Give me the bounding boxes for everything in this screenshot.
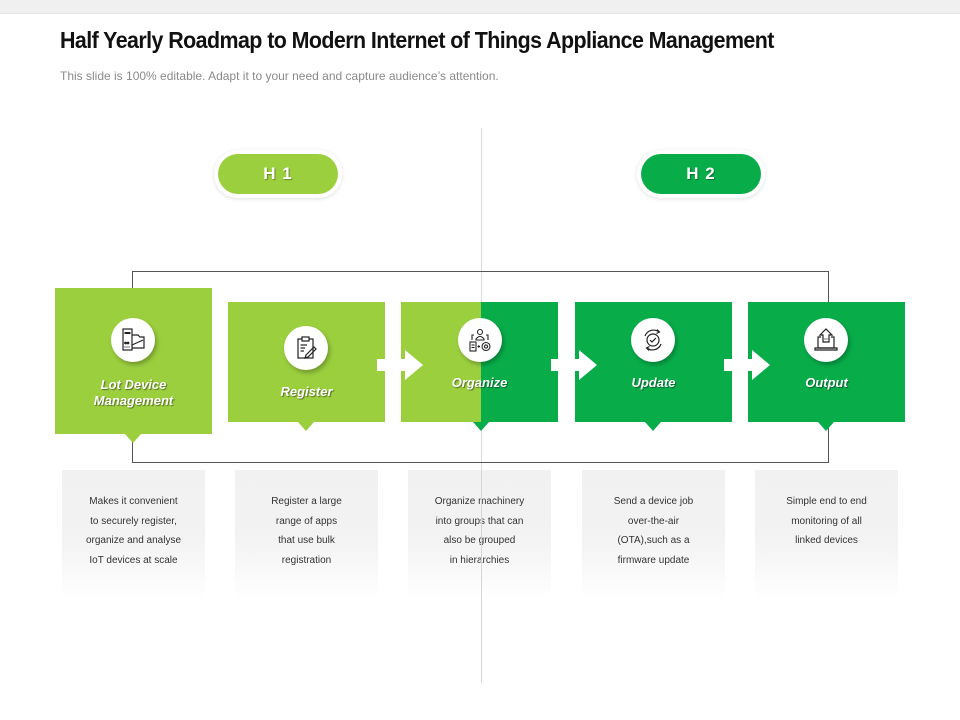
refresh-check-icon [631,318,675,362]
description-text: Organize machinery into groups that can … [434,496,525,566]
h2-pill: H 2 [637,150,765,198]
description-card: Simple end to end monitoring of all link… [755,470,898,600]
description-text: Send a device job over-the-air (OTA),suc… [613,496,694,566]
arrow-right-icon [551,350,597,380]
step-update: Update [575,302,732,431]
description-text: Simple end to end monitoring of all link… [786,496,867,546]
step-pointer [298,422,314,431]
h1-pill: H 1 [214,150,342,198]
arrow-right-icon [377,350,423,380]
h2-pill-label: H 2 [641,154,761,194]
step-register: Register [228,302,385,431]
person-document-gear-icon [458,318,502,362]
step-pointer [818,422,834,431]
step-label: Lot Device Management [93,377,174,408]
description-text: Makes it convenient to securely register… [85,496,182,566]
top-band [0,0,960,14]
step-pointer [645,422,661,431]
h1-pill-label: H 1 [218,154,338,194]
description-card: Makes it convenient to securely register… [62,470,205,600]
step-lot-device-management: Lot Device Management [55,288,212,443]
description-text: Register a large range of apps that use … [271,496,342,566]
half-divider-line-overlay [481,470,482,683]
step-output: Output [748,302,905,431]
step-pointer [473,422,489,431]
page-subtitle: This slide is 100% editable. Adapt it to… [60,69,499,83]
description-card: Register a large range of apps that use … [235,470,378,600]
step-organize: Organize [401,302,558,431]
step-label: Organize [451,375,508,390]
laptop-upload-icon [804,318,848,362]
step-label: Register [280,384,333,399]
page-title: Half Yearly Roadmap to Modern Internet o… [60,27,774,53]
step-label: Update [631,375,676,390]
description-card: Organize machinery into groups that can … [408,470,551,600]
description-card: Send a device job over-the-air (OTA),suc… [582,470,725,600]
server-devices-icon [111,318,155,362]
clipboard-pen-icon [284,326,328,370]
step-label: Output [805,375,848,390]
arrow-right-icon [724,350,770,380]
step-pointer [125,434,141,443]
